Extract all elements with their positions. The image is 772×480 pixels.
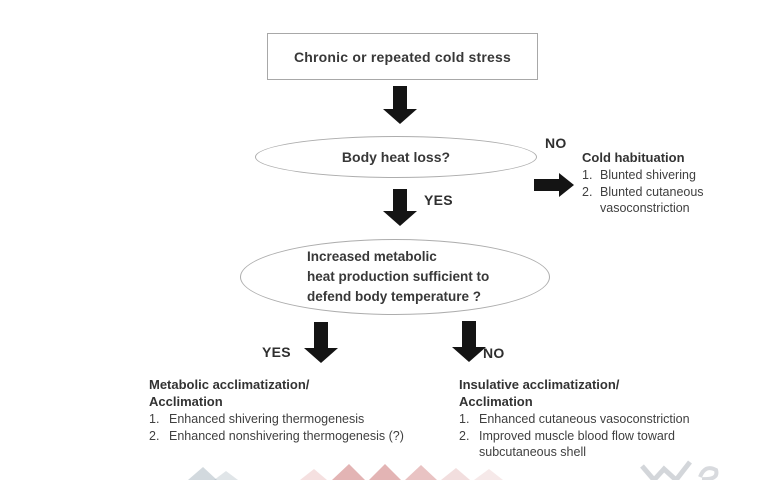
down-arrow-icon: [383, 189, 417, 226]
list-item-number: 2.: [459, 428, 470, 443]
list-item: 2. Enhanced nonshivering thermogenesis (…: [149, 428, 471, 445]
down-arrow-icon: [452, 321, 486, 362]
down-arrow-icon: [304, 322, 338, 363]
list-item: 1. Enhanced cutaneous vasoconstriction: [459, 411, 715, 428]
outcome-cold-habituation: Cold habituation 1. Blunted shivering 2.…: [582, 149, 750, 217]
decision-metabolic-heat-production-label: Increased metabolic heat production suff…: [241, 247, 489, 307]
q1-yes-label: YES: [424, 192, 453, 208]
arrow-q1-no-right: [534, 173, 574, 197]
list-item-number: 2.: [582, 184, 593, 199]
list-item: 1. Enhanced shivering thermogenesis: [149, 411, 471, 428]
list-item: 2. Improved muscle blood flow toward sub…: [459, 428, 715, 461]
insulative-list: 1. Enhanced cutaneous vasoconstriction 2…: [459, 411, 715, 461]
metabolic-list: 1. Enhanced shivering thermogenesis 2. E…: [149, 411, 471, 444]
list-item: 1. Blunted shivering: [582, 167, 750, 184]
outcome-insulative-acclimatization: Insulative acclimatization/ Acclimation …: [459, 376, 715, 461]
q2-line-1: Increased metabolic: [307, 249, 437, 264]
arrow-start-to-q1: [382, 86, 418, 124]
list-item-number: 2.: [149, 428, 160, 443]
decision-body-heat-loss: Body heat loss?: [255, 136, 537, 178]
arrow-q2-no-down: [451, 321, 487, 362]
decision-metabolic-heat-production: Increased metabolic heat production suff…: [240, 239, 550, 315]
cold-habituation-title: Cold habituation: [582, 150, 685, 165]
list-item-number: 1.: [582, 168, 593, 182]
start-box-label: Chronic or repeated cold stress: [293, 48, 512, 65]
list-item-text: Enhanced cutaneous vasoconstriction: [479, 412, 690, 426]
list-item-text: Blunted cutaneous vasoconstriction: [600, 184, 704, 216]
insulative-title-line1: Insulative acclimatization/: [459, 377, 620, 392]
insulative-title-line2: Acclimation: [459, 394, 533, 409]
list-item-number: 1.: [149, 412, 160, 426]
list-item-text: Enhanced nonshivering thermogenesis (?): [169, 428, 404, 443]
start-box: Chronic or repeated cold stress: [267, 33, 538, 80]
down-arrow-icon: [383, 86, 417, 124]
right-arrow-icon: [534, 173, 574, 197]
cold-habituation-list: 1. Blunted shivering 2. Blunted cutaneou…: [582, 167, 750, 217]
list-item-text: Blunted shivering: [600, 168, 696, 182]
arrow-q1-yes-down: [382, 189, 418, 226]
list-item: 2. Blunted cutaneous vasoconstriction: [582, 184, 750, 217]
q2-no-label: NO: [483, 345, 505, 361]
list-item-text: Enhanced shivering thermogenesis: [169, 412, 365, 426]
q2-yes-label: YES: [262, 344, 291, 360]
metabolic-title-line1: Metabolic acclimatization/: [149, 377, 310, 392]
outcome-metabolic-acclimatization: Metabolic acclimatization/ Acclimation 1…: [149, 376, 471, 444]
list-item-text: Improved muscle blood flow toward subcut…: [479, 428, 675, 460]
q2-line-3: defend body temperature ?: [307, 289, 482, 304]
list-item-number: 1.: [459, 412, 470, 426]
q2-line-2: heat production sufficient to: [307, 269, 490, 284]
decision-body-heat-loss-label: Body heat loss?: [341, 149, 451, 165]
arrow-q2-yes-down: [303, 322, 339, 363]
metabolic-title-line2: Acclimation: [149, 394, 223, 409]
q1-no-label: NO: [545, 135, 567, 151]
